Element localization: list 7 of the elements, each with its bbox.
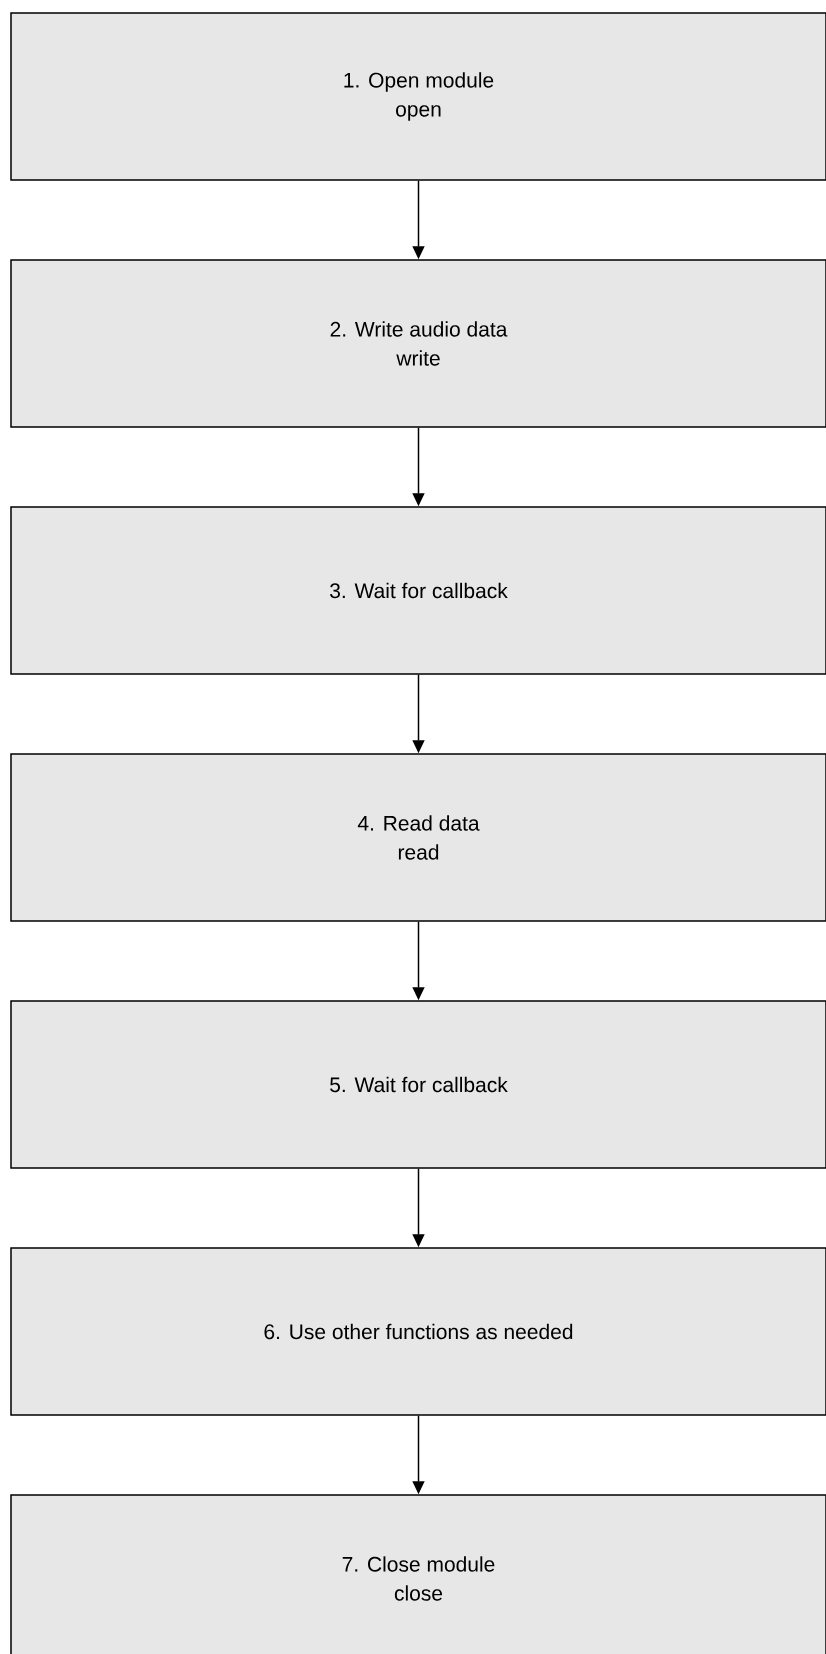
process-box: 4. Read data read bbox=[10, 753, 826, 922]
process-box: 5. Wait for callback bbox=[10, 1000, 826, 1169]
process-box: 3. Wait for callback bbox=[10, 506, 826, 675]
process-box: 7. Close module close bbox=[10, 1494, 826, 1654]
process-box: 6. Use other functions as needed bbox=[10, 1247, 826, 1416]
process-box: 1. Open module open bbox=[10, 12, 826, 181]
process-box: 2. Write audio data write bbox=[10, 259, 826, 428]
